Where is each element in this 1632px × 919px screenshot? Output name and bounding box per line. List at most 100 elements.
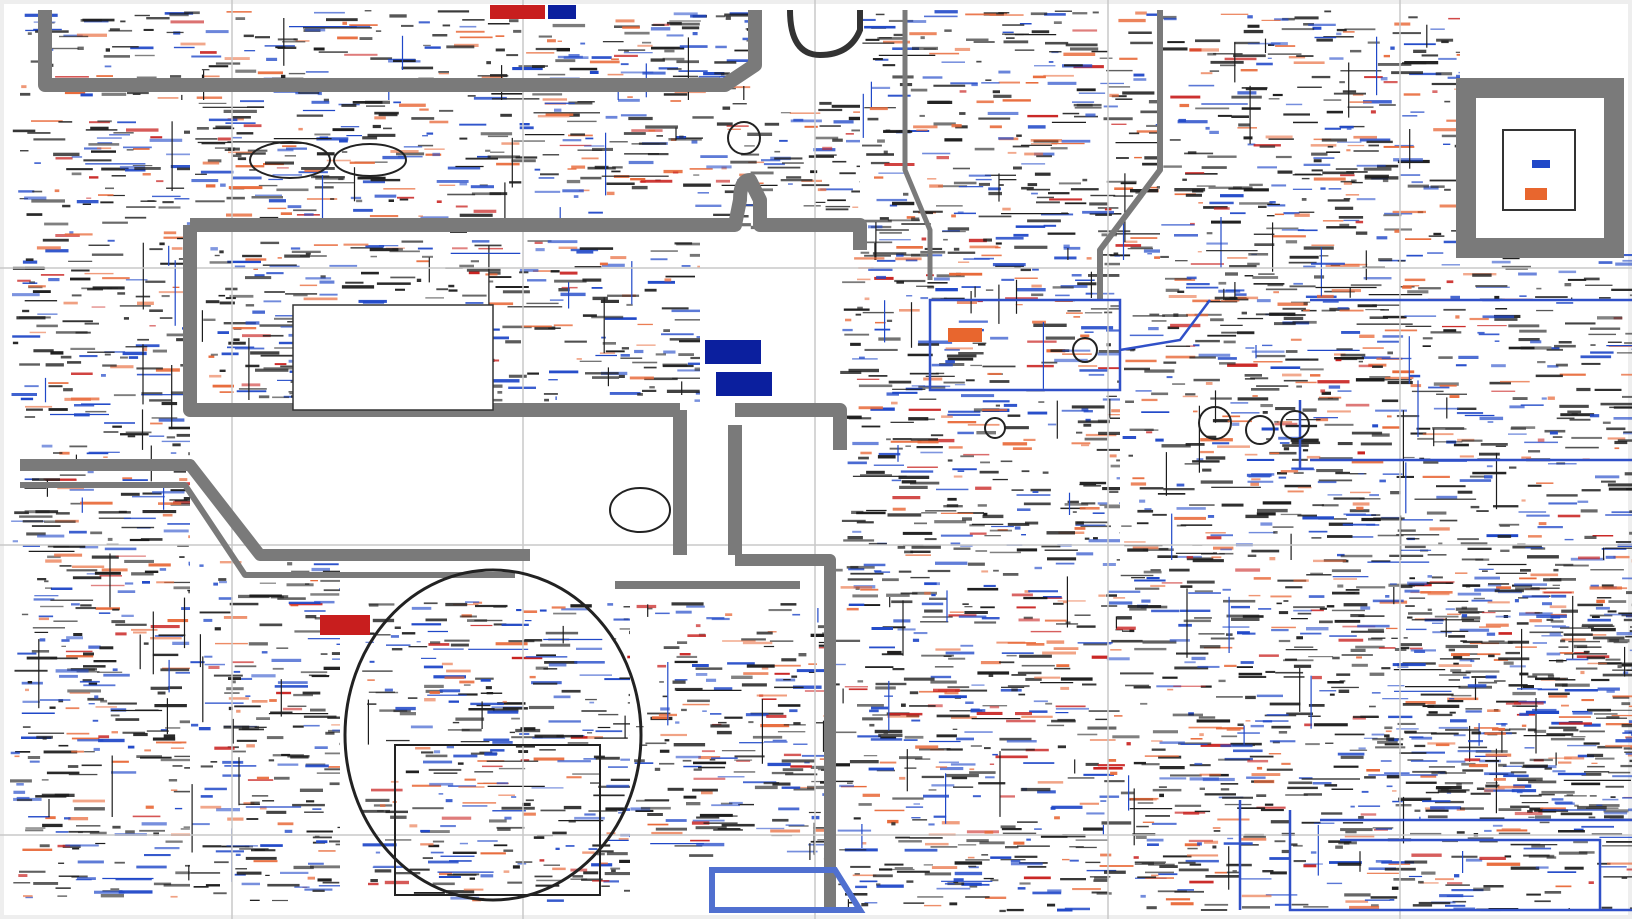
annotation-mark bbox=[910, 88, 928, 92]
annotation-mark bbox=[650, 250, 678, 252]
annotation-mark bbox=[1133, 856, 1139, 859]
annotation-mark bbox=[448, 284, 455, 288]
annotation-mark bbox=[1491, 364, 1506, 368]
annotation-mark bbox=[152, 349, 167, 353]
annotation-mark bbox=[312, 836, 332, 839]
annotation-mark bbox=[855, 885, 868, 889]
annotation-mark bbox=[902, 20, 927, 23]
annotation-mark bbox=[1002, 24, 1025, 26]
annotation-mark bbox=[1335, 845, 1343, 849]
annotation-mark bbox=[1372, 304, 1401, 306]
annotation-mark bbox=[744, 145, 755, 147]
annotation-mark bbox=[736, 760, 751, 762]
annotation-mark bbox=[1287, 786, 1318, 790]
annotation-mark bbox=[1590, 344, 1596, 346]
annotation-mark bbox=[1339, 309, 1364, 312]
annotation-mark bbox=[1318, 479, 1353, 482]
annotation-mark bbox=[620, 357, 643, 359]
annotation-mark bbox=[1161, 582, 1183, 584]
annotation-mark bbox=[277, 763, 299, 766]
annotation-mark bbox=[109, 134, 130, 136]
annotation-mark bbox=[474, 244, 502, 247]
annotation-mark bbox=[857, 704, 884, 707]
annotation-mark bbox=[607, 294, 640, 297]
annotation-mark bbox=[1220, 300, 1240, 302]
annotation-mark bbox=[1614, 447, 1620, 450]
annotation-mark bbox=[1034, 152, 1055, 156]
annotation-mark bbox=[1028, 590, 1058, 593]
annotation-mark bbox=[1157, 555, 1178, 558]
annotation-mark bbox=[1149, 313, 1160, 316]
annotation-mark bbox=[112, 668, 118, 672]
annotation-mark bbox=[1276, 602, 1282, 605]
annotation-mark bbox=[1198, 202, 1203, 204]
annotation-mark bbox=[292, 803, 325, 807]
annotation-mark bbox=[1496, 723, 1508, 725]
annotation-mark bbox=[953, 247, 960, 251]
annotation-mark bbox=[214, 861, 229, 864]
annotation-mark bbox=[861, 903, 869, 907]
annotation-mark bbox=[170, 747, 185, 749]
annotation-mark bbox=[1264, 803, 1274, 806]
annotation-mark bbox=[218, 578, 227, 581]
annotation-mark bbox=[697, 265, 700, 269]
annotation-mark bbox=[1047, 81, 1077, 85]
annotation-mark bbox=[1624, 342, 1632, 345]
annotation-mark bbox=[532, 270, 551, 272]
annotation-mark bbox=[293, 294, 308, 297]
annotation-mark bbox=[462, 294, 487, 297]
annotation-mark bbox=[266, 736, 284, 740]
annotation-mark bbox=[369, 215, 399, 218]
annotation-mark bbox=[285, 293, 318, 295]
annotation-mark bbox=[502, 707, 528, 710]
annotation-mark bbox=[1013, 166, 1022, 170]
annotation-mark bbox=[982, 400, 1010, 403]
annotation-mark bbox=[33, 349, 54, 353]
annotation-mark bbox=[674, 845, 703, 847]
annotation-mark bbox=[1091, 891, 1109, 894]
annotation-mark bbox=[57, 487, 84, 490]
annotation-mark bbox=[600, 862, 608, 865]
annotation-mark bbox=[1251, 388, 1280, 391]
annotation-mark bbox=[860, 474, 892, 477]
annotation-mark bbox=[1373, 829, 1388, 831]
annotation-mark bbox=[1004, 33, 1024, 36]
annotation-mark bbox=[1429, 179, 1457, 182]
annotation-mark bbox=[904, 767, 917, 769]
annotation-mark bbox=[741, 683, 767, 687]
annotation-mark bbox=[1147, 253, 1152, 255]
annotation-mark bbox=[32, 627, 65, 629]
annotation-mark bbox=[238, 388, 267, 390]
annotation-mark bbox=[1174, 193, 1196, 196]
annotation-mark bbox=[232, 750, 246, 753]
annotation-mark bbox=[696, 336, 700, 339]
annotation-mark bbox=[628, 160, 654, 165]
annotation-mark bbox=[135, 344, 160, 348]
annotation-mark bbox=[76, 825, 101, 827]
annotation-mark bbox=[509, 731, 515, 734]
annotation-mark bbox=[1060, 878, 1086, 881]
annotation-mark bbox=[455, 717, 485, 721]
annotation-mark bbox=[20, 397, 34, 401]
annotation-mark bbox=[552, 23, 586, 28]
annotation-mark bbox=[726, 125, 749, 127]
annotation-mark bbox=[689, 854, 714, 857]
annotation-mark bbox=[1305, 743, 1320, 746]
annotation-mark bbox=[259, 623, 283, 627]
annotation-mark bbox=[651, 24, 665, 26]
annotation-mark bbox=[16, 796, 30, 799]
annotation-mark bbox=[1076, 521, 1108, 524]
annotation-mark bbox=[903, 192, 909, 196]
annotation-mark bbox=[1216, 696, 1243, 698]
annotation-mark bbox=[119, 305, 151, 307]
annotation-mark bbox=[1071, 442, 1091, 445]
annotation-mark bbox=[183, 826, 190, 828]
annotation-mark bbox=[421, 830, 450, 833]
annotation-mark bbox=[1273, 291, 1279, 294]
annotation-mark bbox=[1285, 240, 1298, 244]
annotation-mark bbox=[1534, 900, 1551, 903]
annotation-mark bbox=[1302, 516, 1334, 520]
annotation-mark bbox=[10, 751, 20, 755]
annotation-mark bbox=[1293, 282, 1303, 285]
annotation-mark bbox=[875, 682, 907, 686]
